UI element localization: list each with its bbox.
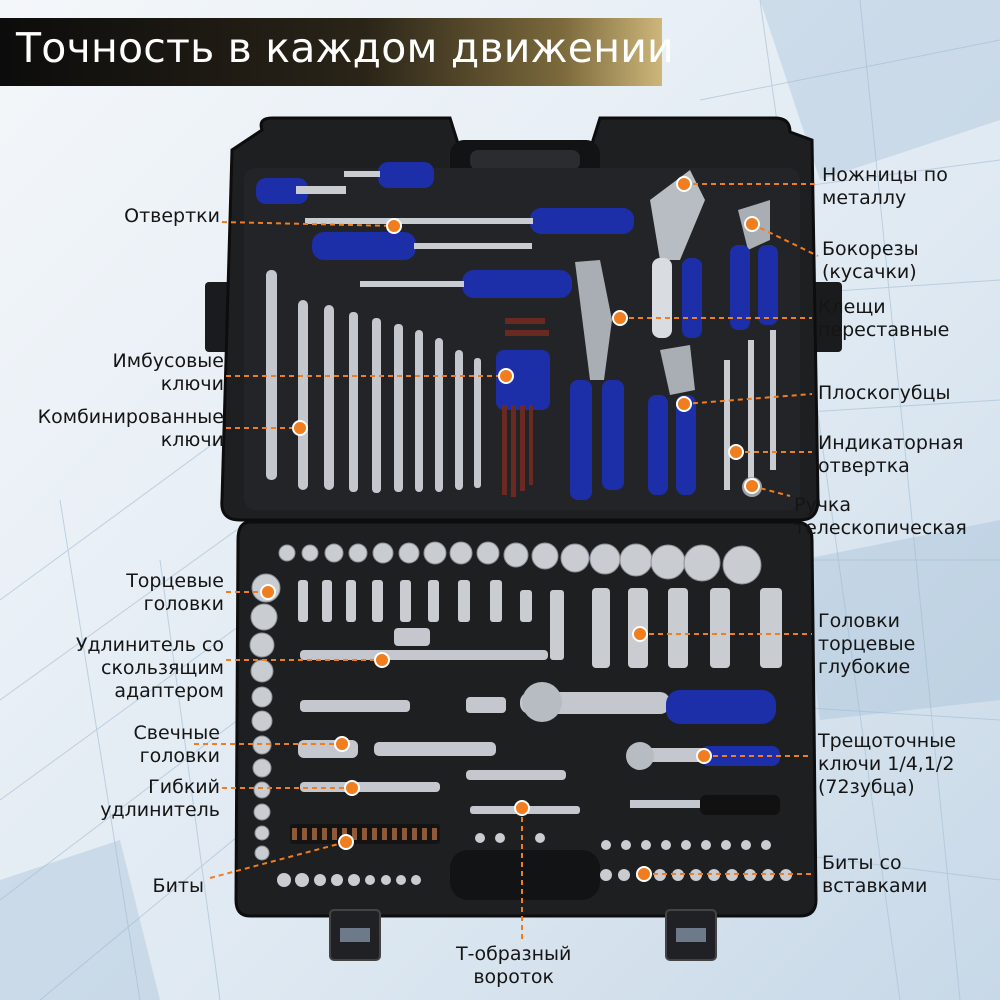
label-line: (кусачки)	[822, 261, 917, 283]
label-line: глубокие	[818, 656, 911, 678]
screwdrivers-graphic	[256, 162, 634, 298]
label-line: Т-образный	[456, 943, 572, 965]
label-line: Удлинитель со	[75, 634, 224, 656]
label-line: Биты	[152, 875, 204, 897]
label-line: Бокорезы	[822, 238, 919, 260]
extensions-graphic	[298, 628, 580, 814]
socket-column-graphic	[249, 573, 281, 861]
label-indicator-screwdriver: Индикаторная отвертка	[818, 432, 964, 478]
label-line: Трещоточные	[818, 730, 956, 752]
ratchets-graphic	[520, 682, 780, 815]
hex-keys-graphic	[496, 318, 550, 497]
label-line: Биты со	[822, 852, 902, 874]
label-line: скользящим	[101, 657, 224, 679]
label-line: (72зубца)	[818, 776, 915, 798]
title-banner: Точность в каждом движении	[0, 18, 674, 86]
label-line: телескопическая	[794, 517, 967, 539]
label-adjustable-pliers: Клещи переставные	[818, 296, 949, 342]
label-line: удлинитель	[100, 799, 220, 821]
label-line: Отвертки	[124, 205, 220, 227]
label-bits: Биты	[153, 875, 204, 898]
label-line: адаптером	[114, 680, 224, 702]
label-line: ключи	[160, 373, 224, 395]
label-extension: Удлинитель со скользящим адаптером	[76, 634, 224, 703]
label-combo-wrenches: Комбинированные ключи	[38, 406, 224, 452]
label-telescopic-handle: Ручка телескопическая	[794, 494, 967, 540]
deep-sockets-graphic	[298, 580, 782, 668]
label-pliers: Плоскогубцы	[818, 382, 950, 405]
label-line: Клещи	[818, 296, 886, 318]
label-spark-sockets: Свечные головки	[134, 722, 221, 768]
label-line: торцевые	[818, 633, 916, 655]
wrenches-graphic	[266, 270, 481, 493]
label-line: головки	[143, 593, 224, 615]
label-line: Индикаторная	[818, 432, 964, 454]
label-side-cutters: Бокорезы (кусачки)	[822, 238, 919, 284]
label-line: отвертка	[818, 455, 910, 477]
label-line: металлу	[822, 187, 907, 209]
label-line: вставками	[822, 875, 928, 897]
label-sockets: Торцевые головки	[126, 570, 224, 616]
label-metal-shears: Ножницы по металлу	[822, 164, 948, 210]
label-screwdrivers: Отвертки	[124, 205, 220, 228]
label-deep-sockets: Головки торцевые глубокие	[818, 610, 915, 679]
label-line: ключи	[160, 429, 224, 451]
page-title: Точность в каждом движении	[16, 24, 674, 72]
bits-graphic	[290, 824, 440, 844]
label-line: Головки	[818, 610, 901, 632]
socket-row-graphic	[278, 541, 762, 585]
label-line: Комбинированные	[37, 406, 224, 428]
label-line: Ручка	[794, 494, 852, 516]
label-line: Ножницы по	[822, 164, 948, 186]
label-line: Гибкий	[148, 776, 220, 798]
label-line: Торцевые	[126, 570, 224, 592]
label-flex-extension: Гибкий удлинитель	[100, 776, 220, 822]
label-line: вороток	[473, 966, 555, 988]
label-line: Имбусовые	[112, 350, 224, 372]
label-line: головки	[139, 745, 220, 767]
label-line: Плоскогубцы	[818, 382, 951, 404]
label-ratchets: Трещоточные ключи 1/4,1/2 (72зубца)	[818, 730, 956, 799]
label-hex-keys: Имбусовые ключи	[113, 350, 224, 396]
label-t-handle: Т-образный вороток	[456, 943, 571, 989]
label-line: Свечные	[133, 722, 221, 744]
label-line: переставные	[818, 319, 950, 341]
label-insert-bits: Биты со вставками	[822, 852, 927, 898]
label-line: ключи 1/4,1/2	[818, 753, 955, 775]
